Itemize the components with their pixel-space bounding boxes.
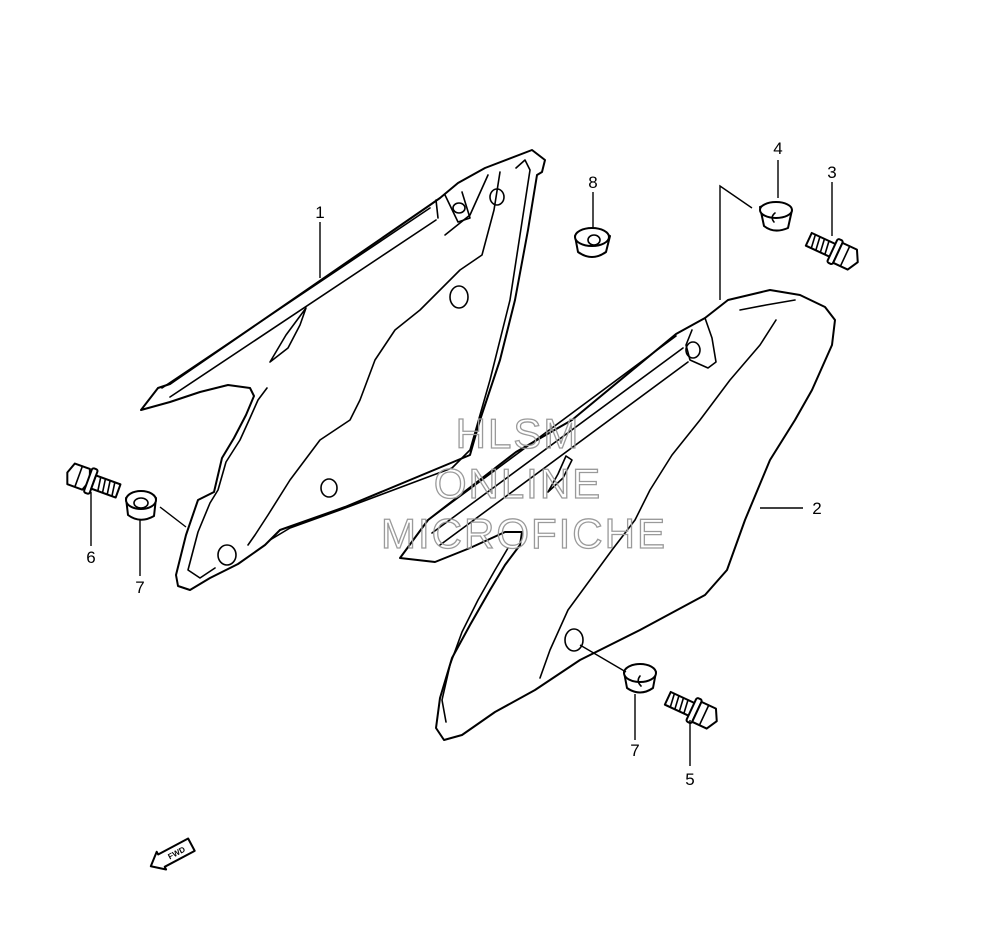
leader-7-left-assembly: [159, 506, 187, 528]
watermark-line-3: MICROFICHE: [381, 510, 667, 557]
part-2-side-cover[interactable]: [399, 289, 836, 741]
part-8-cushion[interactable]: [574, 227, 611, 258]
callout-numbers: 1 2 3 4 5 6 7 7 8: [86, 139, 836, 789]
part-7-collar-right[interactable]: [623, 663, 657, 694]
part-7-collar-left[interactable]: [125, 490, 157, 521]
leader-4-assembly: [719, 184, 753, 300]
watermark: HLSM ONLINE MICROFICHE: [380, 409, 667, 557]
fwd-arrow-icon: [149, 837, 196, 871]
part-5-bolt[interactable]: [662, 687, 722, 733]
callout-8: 8: [588, 173, 597, 192]
watermark-line-1: HLSM: [456, 410, 581, 457]
leader-7-right-assembly: [579, 644, 627, 673]
fwd-direction-arrow: FWD: [149, 837, 196, 871]
part-3-bolt[interactable]: [803, 228, 863, 274]
part-6-bolt[interactable]: [63, 460, 123, 503]
watermark-line-2: ONLINE: [434, 460, 602, 507]
part-4-collar[interactable]: [759, 201, 793, 232]
callout-4: 4: [773, 139, 782, 158]
part-1-inner-frame-cover[interactable]: [140, 149, 546, 591]
callout-1: 1: [315, 203, 324, 222]
callout-2: 2: [812, 499, 821, 518]
callout-6: 6: [86, 548, 95, 567]
callout-5: 5: [685, 770, 694, 789]
leader-lines: [90, 160, 833, 766]
callout-7-right: 7: [630, 741, 639, 760]
callout-3: 3: [827, 163, 836, 182]
callout-7-left: 7: [135, 578, 144, 597]
